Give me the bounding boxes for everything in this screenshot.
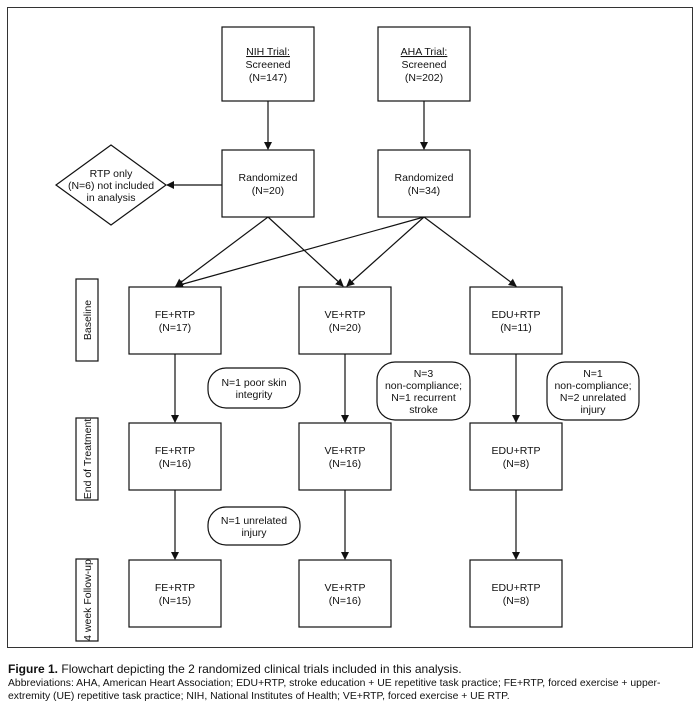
randomized-box-nih — [221, 149, 315, 218]
caption-text: Flowchart depicting the 2 randomized cli… — [61, 662, 462, 676]
baseline-box-edu-line-2: (N=11) — [500, 322, 532, 334]
baseline-box-ve — [298, 286, 392, 355]
screening-box-aha — [377, 26, 471, 102]
randomized-box-aha-line-1: Randomized — [395, 172, 454, 184]
caption-label: Figure 1. — [8, 662, 59, 676]
followup-box-ve-line-1: VE+RTP — [325, 582, 366, 594]
excluded-diamond — [54, 144, 168, 226]
screening-box-nih-line-1: NIH Trial: — [246, 46, 290, 58]
dropout-note-edu-1-line-4: injury — [580, 404, 606, 416]
dropout-note-ve-1 — [376, 361, 471, 421]
phase-label-baseline-text: Baseline — [82, 300, 94, 340]
dropout-note-fe-1 — [207, 367, 301, 409]
flow-arrows — [166, 101, 520, 560]
screening-box-nih-line-3: (N=147) — [249, 72, 287, 84]
dropout-note-ve-1-line-1: N=3 — [414, 368, 434, 380]
excluded-diamond-line-2: (N=6) not included — [68, 180, 154, 192]
screening-box-aha-line-2: Screened — [402, 59, 447, 71]
dropout-note-ve-1-line-2: non-compliance; — [385, 380, 462, 392]
end-box-fe-line-1: FE+RTP — [155, 445, 195, 457]
baseline-box-fe — [128, 286, 222, 355]
dropout-note-fe-1-line-2: integrity — [236, 389, 274, 401]
flowchart: NIH Trial:Screened(N=147)AHA Trial:Scree… — [54, 26, 640, 642]
phase-label-baseline — [75, 278, 99, 362]
end-box-fe-line-2: (N=16) — [159, 458, 191, 470]
dropout-note-fe-2-line-1: N=1 unrelated — [221, 515, 287, 527]
followup-box-ve — [298, 559, 392, 628]
baseline-box-edu — [469, 286, 563, 355]
randomized-box-aha-line-2: (N=34) — [408, 185, 440, 197]
dropout-note-edu-1-line-1: N=1 — [583, 368, 603, 380]
excluded-diamond-line-3: in analysis — [86, 192, 135, 204]
baseline-box-fe-line-1: FE+RTP — [155, 309, 195, 321]
figure-frame — [7, 7, 693, 648]
screening-box-aha-line-1: AHA Trial: — [401, 46, 448, 58]
caption-title: Figure 1. Flowchart depicting the 2 rand… — [8, 662, 694, 677]
end-box-ve — [298, 422, 392, 491]
phase-label-end-of-treatment-text: End of Treatment — [82, 419, 94, 500]
screening-box-nih — [221, 26, 315, 102]
arrow-nih-to-ve — [267, 216, 344, 287]
dropout-note-edu-1 — [546, 361, 640, 421]
dropout-note-fe-2 — [207, 506, 301, 546]
screening-box-aha-line-3: (N=202) — [405, 72, 443, 84]
randomized-box-nih-line-2: (N=20) — [252, 185, 284, 197]
phase-label-followup-text: 4 week Follow-up — [82, 559, 94, 641]
arrow-aha-to-edu — [423, 216, 517, 287]
phase-label-followup — [75, 558, 99, 642]
randomized-box-nih-line-1: Randomized — [239, 172, 298, 184]
end-box-ve-line-2: (N=16) — [329, 458, 361, 470]
caption-abbreviations: Abbreviations: AHA, American Heart Assoc… — [8, 678, 661, 702]
figure-caption: Figure 1. Flowchart depicting the 2 rand… — [8, 662, 694, 703]
arrow-aha-to-fe — [175, 216, 425, 288]
end-box-fe — [128, 422, 222, 491]
flow-nodes: NIH Trial:Screened(N=147)AHA Trial:Scree… — [54, 26, 640, 642]
baseline-box-fe-line-2: (N=17) — [159, 322, 191, 334]
end-box-ve-line-1: VE+RTP — [325, 445, 366, 457]
dropout-note-edu-1-line-3: N=2 unrelated — [560, 392, 626, 404]
dropout-note-edu-1-line-2: non-compliance; — [554, 380, 631, 392]
dropout-note-ve-1-line-3: N=1 recurrent — [391, 392, 456, 404]
end-box-edu-line-2: (N=8) — [503, 458, 530, 470]
baseline-box-ve-line-2: (N=20) — [329, 322, 361, 334]
followup-box-edu-line-1: EDU+RTP — [491, 582, 540, 594]
followup-box-fe-line-1: FE+RTP — [155, 582, 195, 594]
followup-box-edu — [469, 559, 563, 628]
excluded-diamond-line-1: RTP only — [90, 168, 134, 180]
end-box-edu — [469, 422, 563, 491]
arrow-nih-to-fe — [175, 216, 269, 287]
followup-box-edu-line-2: (N=8) — [503, 595, 530, 607]
followup-box-ve-line-2: (N=16) — [329, 595, 361, 607]
dropout-note-fe-2-line-2: injury — [241, 527, 267, 539]
baseline-box-ve-line-1: VE+RTP — [325, 309, 366, 321]
end-box-edu-line-1: EDU+RTP — [491, 445, 540, 457]
randomized-box-aha — [377, 149, 471, 218]
dropout-note-fe-1-line-1: N=1 poor skin — [221, 377, 286, 389]
followup-box-fe-line-2: (N=15) — [159, 595, 191, 607]
followup-box-fe — [128, 559, 222, 628]
arrow-aha-to-ve — [346, 216, 425, 287]
baseline-box-edu-line-1: EDU+RTP — [491, 309, 540, 321]
phase-label-end-of-treatment — [75, 417, 99, 501]
screening-box-nih-line-2: Screened — [246, 59, 291, 71]
dropout-note-ve-1-line-4: stroke — [409, 404, 438, 416]
